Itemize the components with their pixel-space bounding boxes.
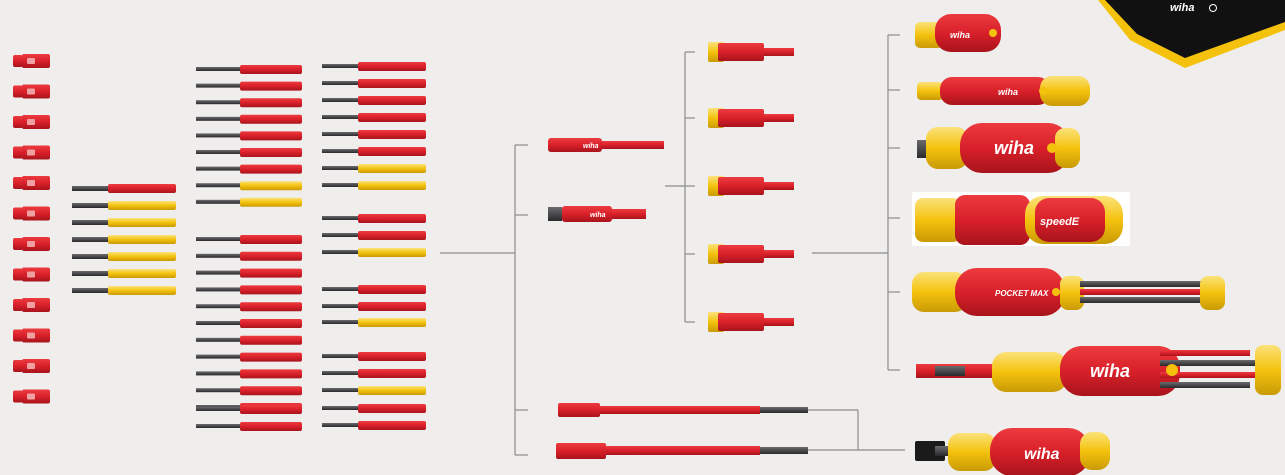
long-blade: [322, 352, 426, 361]
long-blades-column-2: [322, 62, 426, 430]
svg-text:wiha: wiha: [1090, 361, 1130, 381]
handle-slim: wiha: [917, 76, 1090, 106]
handle-standard: wiha: [917, 123, 1080, 173]
connector-lines: [440, 34, 905, 456]
short-blade: [72, 201, 176, 210]
long-blade: [196, 352, 302, 362]
handle-multi-bit: wiha: [916, 345, 1281, 396]
torque-bit: [708, 42, 794, 62]
socket-bit: [13, 115, 50, 129]
svg-text:wiha: wiha: [998, 87, 1018, 97]
socket-bit: [13, 84, 50, 99]
extension-blade-2: [556, 443, 808, 459]
long-blade: [196, 181, 302, 191]
handle-with-extension: wiha: [915, 428, 1110, 475]
short-blade: [72, 252, 176, 261]
long-blade: [322, 404, 426, 413]
long-blade: [322, 318, 426, 327]
bit-adapter-long: wiha: [548, 138, 664, 152]
long-blade: [322, 130, 426, 139]
long-blades-column-1: [196, 65, 302, 431]
socket-bit: [13, 267, 50, 282]
long-blade: [322, 164, 426, 173]
long-blade: [322, 96, 426, 105]
long-blade: [322, 285, 426, 294]
svg-text:POCKET MAX: POCKET MAX: [995, 289, 1049, 298]
long-blade: [196, 285, 302, 295]
long-blade: [322, 181, 426, 190]
socket-bit: [13, 298, 50, 312]
handle-stubby: wiha: [915, 14, 1001, 52]
long-blade: [196, 114, 302, 124]
torque-bit: [708, 108, 794, 128]
long-blade: [322, 369, 426, 378]
socket-bit: [13, 389, 50, 404]
long-blade: [322, 231, 426, 240]
long-blade: [196, 405, 302, 414]
socket-bits-group: [13, 54, 50, 404]
long-blade: [196, 302, 302, 312]
svg-text:wiha: wiha: [1024, 446, 1060, 463]
short-blade: [72, 218, 176, 227]
socket-bit: [13, 359, 50, 373]
long-blade: [196, 319, 302, 328]
extension-blade-1: [558, 403, 808, 417]
handle-speede: speedE: [912, 192, 1130, 246]
socket-bit: [13, 206, 50, 221]
long-blade: [196, 369, 302, 379]
long-blade: [196, 148, 302, 157]
long-blade: [196, 131, 302, 141]
long-blade: [196, 422, 302, 431]
short-blade: [72, 286, 176, 295]
socket-bit: [13, 237, 50, 251]
long-blade: [196, 164, 302, 174]
long-blade: [322, 62, 426, 71]
long-blade: [322, 386, 426, 395]
socket-bit: [13, 145, 50, 160]
long-blade: [322, 113, 426, 122]
long-blade: [196, 197, 302, 207]
svg-text:wiha: wiha: [590, 212, 606, 219]
socket-bit: [13, 54, 50, 68]
socket-bit: [13, 328, 50, 343]
short-blades-group: [72, 184, 176, 295]
svg-text:wiha: wiha: [583, 143, 599, 150]
bit-adapter-short: wiha: [548, 206, 646, 222]
long-blade: [196, 335, 302, 345]
torque-bit: [708, 176, 794, 196]
long-blade: [196, 251, 302, 261]
long-blade: [196, 98, 302, 108]
torque-bits-group: [708, 42, 794, 332]
long-blade: [196, 81, 302, 91]
long-blade: [322, 302, 426, 311]
long-blade: [322, 421, 426, 430]
long-blade: [322, 214, 426, 223]
torque-bit: [708, 244, 794, 264]
long-blade: [196, 235, 302, 244]
short-blade: [72, 235, 176, 244]
long-blade: [196, 268, 302, 278]
torque-bit: [708, 312, 794, 332]
handle-pocketmax: POCKET MAX: [912, 268, 1225, 316]
svg-text:speedE: speedE: [1040, 216, 1080, 228]
long-blade: [196, 386, 302, 396]
wiha-shield-badge: wiha: [1098, 0, 1285, 68]
socket-bit: [13, 176, 50, 190]
short-blade: [72, 184, 176, 193]
svg-text:wiha: wiha: [994, 138, 1034, 158]
svg-text:wiha: wiha: [950, 30, 970, 40]
long-blade: [322, 248, 426, 257]
short-blade: [72, 269, 176, 278]
wiha-logo: wiha: [1170, 2, 1194, 14]
long-blade: [322, 147, 426, 156]
long-blade: [322, 79, 426, 88]
long-blade: [196, 65, 302, 74]
